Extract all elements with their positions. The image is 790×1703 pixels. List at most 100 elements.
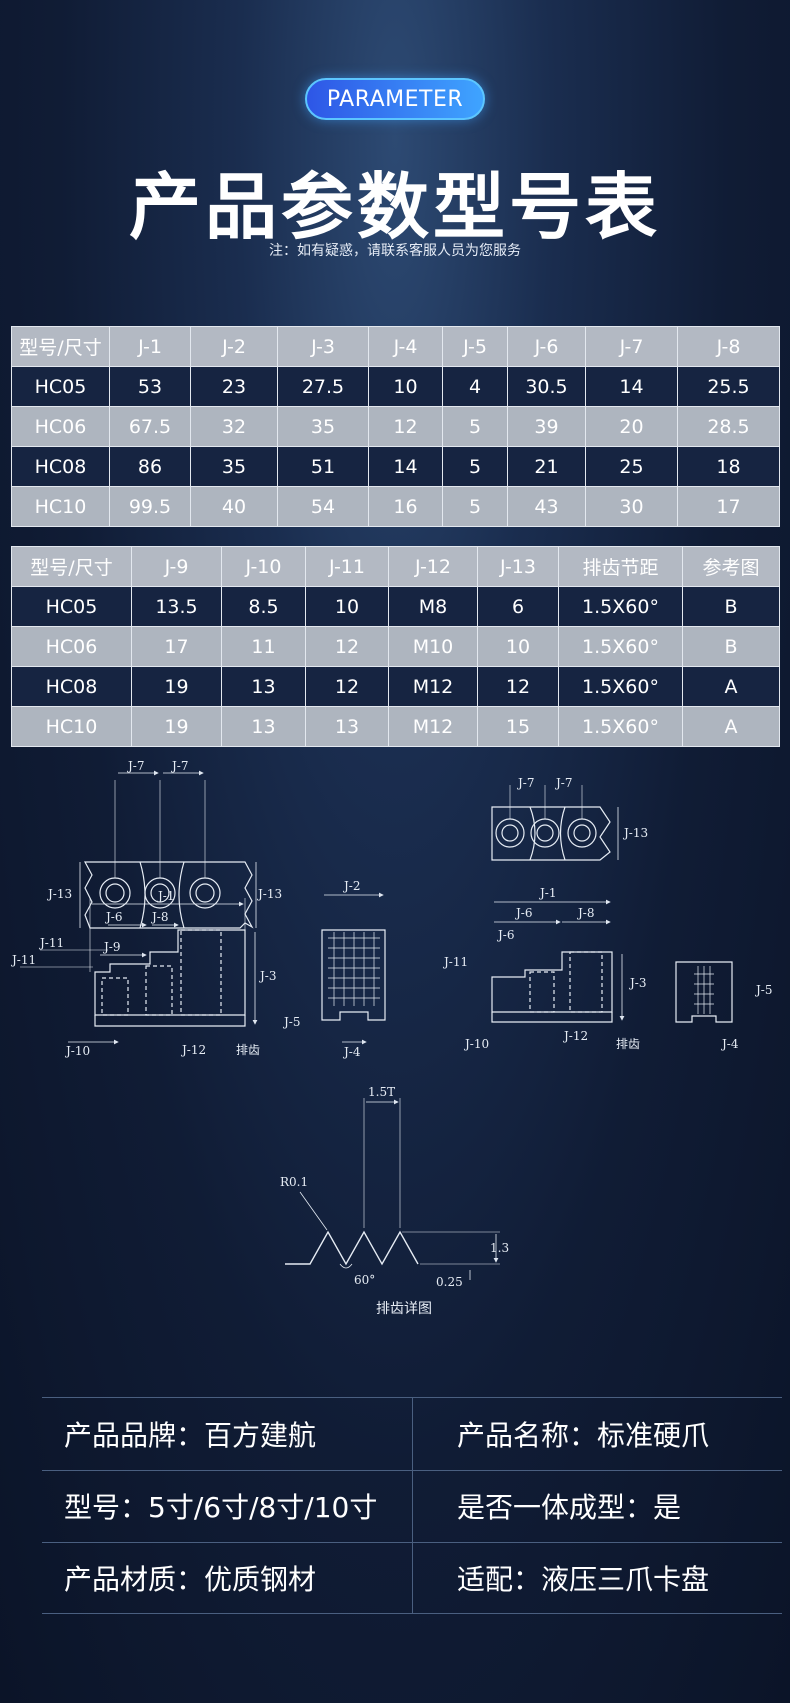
table-cell: B: [682, 586, 780, 627]
dim-label-j6: J-6: [104, 910, 123, 924]
dim-label-j13: J-13: [256, 887, 282, 901]
dim-label-j12: J-12: [562, 1029, 588, 1043]
table-cell: M8: [388, 586, 478, 627]
table-cell: M12: [388, 706, 478, 747]
table-cell: 35: [190, 446, 278, 487]
table-cell: 10: [368, 366, 443, 407]
table-cell: HC10: [11, 706, 132, 747]
table-cell: 32: [190, 406, 278, 447]
dim-label-j1: J-1: [156, 889, 175, 903]
table-cell: 1.5X60°: [558, 586, 683, 627]
table-cell: 11: [221, 626, 306, 667]
table-header-cell: J-6: [507, 326, 586, 367]
table-cell: M12: [388, 666, 478, 707]
dim-label-j7: J-7: [516, 776, 535, 790]
table-cell: HC08: [11, 446, 110, 487]
table-header-cell: 排齿节距: [558, 546, 683, 587]
table-cell: 5: [442, 446, 508, 487]
table-header-cell: 型号/尺寸: [11, 326, 110, 367]
table-cell: 30.5: [507, 366, 586, 407]
table-cell: 14: [585, 366, 678, 407]
table-header-cell: J-12: [388, 546, 478, 587]
table-header-cell: J-10: [221, 546, 306, 587]
info-brand: 产品品牌：百方建航: [64, 1419, 317, 1452]
parameter-badge: PARAMETER: [305, 78, 485, 120]
info-fit: 适配：液压三爪卡盘: [457, 1563, 710, 1596]
dim-label-j3: J-3: [258, 969, 277, 983]
page-title: 产品参数型号表: [128, 165, 661, 249]
table-cell: 13: [305, 706, 389, 747]
dim-label-j2: J-2: [342, 879, 361, 893]
table-cell: 14: [368, 446, 443, 487]
table-cell: 17: [677, 486, 780, 527]
service-note: 注：如有疑惑，请联系客服人员为您服务: [269, 243, 521, 259]
view-b-front: [675, 961, 733, 1023]
detail-angle-label: 60°: [354, 1273, 375, 1287]
view-a-front: [321, 892, 386, 1045]
dim-label-j13: J-13: [46, 887, 72, 901]
view-a-top: [79, 770, 257, 929]
dim-label-j3: J-3: [628, 976, 647, 990]
dim-label-j7: J-7: [554, 776, 573, 790]
table-cell: 15: [477, 706, 559, 747]
dim-label-j4: J-4: [720, 1037, 739, 1051]
view-b-top: [491, 785, 619, 861]
table-header-cell: 参考图: [682, 546, 780, 587]
product-info-grid: 产品品牌：百方建航 产品名称：标准硬爪 型号：5寸/6寸/8寸/10寸 是否一体…: [42, 1397, 782, 1614]
table-cell: 39: [507, 406, 586, 447]
dim-label-j5: J-5: [282, 1015, 301, 1029]
table-cell: 4: [442, 366, 508, 407]
dim-label-j10: J-10: [463, 1037, 489, 1051]
table-cell: 13.5: [131, 586, 222, 627]
jaw-drawing-svg: J-7 J-7 J-13 J-13 J-7 J-7 J-13 J-1 J-6 J…: [10, 759, 773, 1317]
table-cell: 28.5: [677, 406, 780, 447]
technical-drawings: J-7 J-7 J-13 J-13 J-7 J-7 J-13 J-1 J-6 J…: [0, 759, 790, 1344]
table-cell: 1.5X60°: [558, 706, 683, 747]
table-header-cell: J-8: [677, 326, 780, 367]
table-cell: 21: [507, 446, 586, 487]
table-cell: 30: [585, 486, 678, 527]
table-cell: 20: [585, 406, 678, 447]
dim-label-j5: J-5: [754, 983, 773, 997]
table-cell: 17: [131, 626, 222, 667]
table-cell: HC08: [11, 666, 132, 707]
table-cell: 10: [477, 626, 559, 667]
table-cell: 8.5: [221, 586, 306, 627]
view-b-side: [491, 899, 625, 1023]
table-cell: 12: [305, 626, 389, 667]
table-cell: 25: [585, 446, 678, 487]
table-cell: 40: [190, 486, 278, 527]
dim-label-j10: J-10: [64, 1044, 90, 1058]
table-cell: 16: [368, 486, 443, 527]
table-cell: HC10: [11, 486, 110, 527]
detail-radius-label: R0.1: [280, 1175, 308, 1189]
table-header-cell: J-1: [109, 326, 191, 367]
table-cell: 54: [277, 486, 369, 527]
table-header-cell: J-5: [442, 326, 508, 367]
table-cell: 23: [190, 366, 278, 407]
table-cell: 1.5X60°: [558, 666, 683, 707]
info-model: 型号：5寸/6寸/8寸/10寸: [64, 1491, 378, 1524]
table-cell: 12: [477, 666, 559, 707]
view-a-side: [20, 898, 258, 1045]
table-header-cell: J-9: [131, 546, 222, 587]
info-product-name: 产品名称：标准硬爪: [457, 1419, 710, 1452]
detail-caption: 排齿详图: [376, 1301, 432, 1317]
table-cell: M10: [388, 626, 478, 667]
tooth-detail: [285, 1098, 500, 1280]
dim-label-j1: J-1: [538, 886, 557, 900]
dim-label-j11: J-11: [442, 955, 468, 969]
table-cell: 19: [131, 706, 222, 747]
table-cell: HC05: [11, 366, 110, 407]
dim-label-j6: J-6: [496, 928, 515, 942]
dim-label-j11: J-11: [10, 953, 36, 967]
table-cell: 19: [131, 666, 222, 707]
